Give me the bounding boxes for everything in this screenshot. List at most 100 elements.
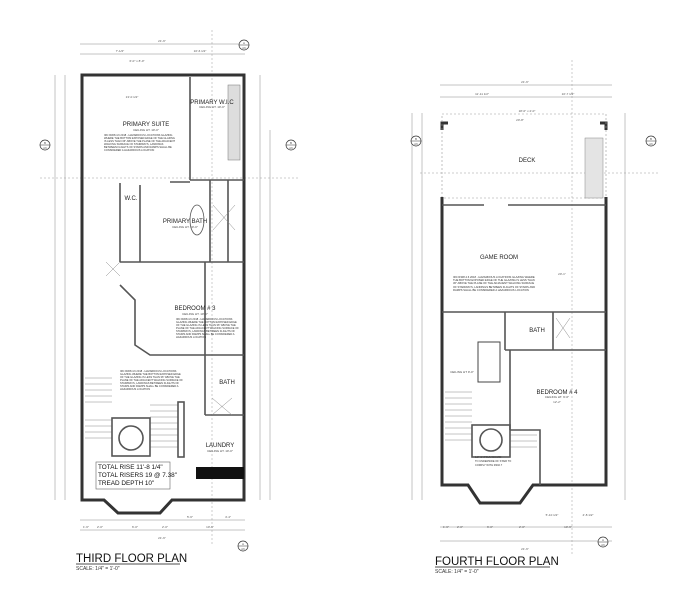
dim-suite: 13'-0 1/2"	[126, 95, 139, 99]
fourth-floor-plan: 21'-6" 11'-11 1/2" 10'-7 1/2" 18'-0" x 4…	[410, 60, 660, 575]
room-bath: BATH	[529, 328, 545, 334]
shower	[212, 204, 236, 231]
ceiling-left: CEILING HT 9'-0"	[450, 370, 474, 374]
wic-shelving	[227, 84, 241, 161]
section-marker: BA6	[410, 135, 422, 147]
section-marker: AA6	[597, 536, 609, 548]
stair-note-tread: TREAD DEPTH 10"	[98, 480, 154, 487]
deck-outline	[441, 113, 607, 199]
dim-bottom: 1'-6"	[443, 525, 449, 529]
dim-overall: 21'-6"	[521, 80, 529, 84]
shower	[555, 317, 571, 339]
dim-bottom: 10'-6"	[564, 525, 572, 529]
svg-text:A6: A6	[601, 543, 605, 547]
dim-bottom: 4'-8 1/2"	[583, 513, 594, 517]
svg-text:A: A	[602, 538, 604, 542]
ceiling-laundry: CEILING HT. 10'-0"	[207, 449, 233, 453]
dim-top-right: 10'-6 1/2"	[194, 49, 207, 53]
dim-bottom: 2'-0"	[519, 525, 525, 529]
dim-bottom: 2'-0"	[97, 525, 103, 529]
bath-shower	[211, 397, 233, 416]
hazard-note: IRC R308.4.6 2018 - HAZARDOUS LOCATIONS …	[176, 318, 239, 339]
ceiling-bedroom-4: CEILING HT. 9'-0"	[545, 395, 569, 399]
dim-bottom: 2'-0"	[162, 525, 168, 529]
dim-bottom: 4'-4"	[225, 515, 231, 519]
section-marker: AA6	[238, 39, 250, 51]
svg-text:B: B	[650, 137, 652, 141]
room-laundry: LAUNDRY	[206, 443, 235, 449]
dim-overall: 21'-6"	[158, 39, 166, 43]
svg-text:A6: A6	[649, 142, 653, 146]
svg-text:A: A	[242, 542, 244, 546]
svg-text:A6: A6	[241, 547, 245, 551]
exterior-wall	[440, 197, 608, 505]
stair-note-box	[95, 461, 171, 490]
svg-text:A6: A6	[289, 146, 293, 150]
svg-text:B: B	[290, 141, 292, 145]
dim-top-small: 6'-0" x 8'-0"	[129, 59, 144, 63]
ceiling-bedroom-3: CEILING HT. 10'-0"	[182, 312, 208, 316]
stair-note-rise: TOTAL RISE 11'-8 1/4"	[98, 464, 163, 471]
gypsum-note: TO UNDERSIDE OF STAIR TO	[475, 459, 511, 463]
room-wc: W.C.	[125, 196, 138, 202]
section-marker: BA6	[39, 139, 51, 151]
appliances	[196, 467, 244, 479]
svg-text:B: B	[44, 141, 46, 145]
fourth-floor-title: FOURTH FLOOR PLAN	[435, 556, 559, 568]
svg-text:A6: A6	[242, 46, 246, 50]
section-marker: BA6	[285, 139, 297, 151]
room-primary-wic: PRIMARY W.I.C	[190, 100, 234, 106]
room-primary-bath: PRIMARY BATH	[163, 219, 207, 225]
room-game-room: GAME ROOM	[480, 255, 518, 261]
gypsum-note: 1/2" GYPSUM BOARD	[475, 455, 502, 459]
dim-top-left: 11'-11 1/2"	[475, 92, 489, 96]
dim-game-width: 20'-1"	[558, 272, 566, 276]
room-primary-suite: PRIMARY SUITE	[123, 122, 169, 128]
section-marker: BA6	[645, 135, 657, 147]
bathtub	[189, 204, 205, 236]
svg-text:B: B	[415, 137, 417, 141]
interior-walls	[119, 77, 244, 416]
third-floor-scale: SCALE: 1/4" = 1'-0"	[76, 566, 120, 572]
room-bedroom-4: BEDROOM # 4	[536, 390, 578, 396]
section-marker: AA6	[237, 540, 249, 552]
dim-bottom: 1'-6"	[83, 525, 89, 529]
game-table	[477, 341, 501, 383]
interior-walls	[442, 204, 606, 485]
shower-wc	[105, 261, 121, 277]
stairs	[85, 377, 185, 458]
hazard-note: IRC R308.4.6 2018 - HAZARDOUS LOCATIONS …	[453, 276, 536, 292]
dim-bedroom-width: 12'-2"	[553, 400, 561, 404]
outdoor-kitchen	[584, 137, 604, 199]
third-floor-title: THIRD FLOOR PLAN	[76, 553, 187, 565]
exterior-wall	[80, 73, 246, 515]
dim-bottom-overall: 21'-6"	[158, 536, 166, 540]
svg-text:A: A	[243, 41, 245, 45]
ceiling-primary-suite: CEILING HT. 10'-0"	[133, 128, 159, 132]
ceiling-primary-wic: CEILING HT. 10'-0"	[199, 105, 225, 109]
hazard-note: IRC R308.4.6 2018 - HAZARDOUS LOCATIONS …	[120, 370, 183, 391]
dim-bottom: 10'-6"	[206, 525, 214, 529]
stair-note-risers: TOTAL RISERS 19 @ 7.38"	[98, 472, 177, 479]
third-floor-plan: 21'-6" 7'-1/2" 10'-6 1/2" 6'-0" x 8'-0" …	[39, 30, 300, 572]
dim-deck-width: 20'-8"	[516, 118, 524, 122]
dim-bottom: 6'-0"	[132, 525, 138, 529]
svg-text:A6: A6	[414, 142, 418, 146]
dim-bottom: 6'-0"	[487, 525, 493, 529]
dim-bottom: 5'-10 1/2"	[546, 513, 559, 517]
stairs	[445, 391, 537, 458]
dim-top-right: 10'-7 1/2"	[562, 92, 575, 96]
hazard-note: IRC R308.4.6 2018 - HAZARDOUS LOCATIONS …	[104, 134, 176, 152]
room-bedroom-3: BEDROOM # 3	[174, 306, 216, 312]
dim-bottom: 2'-0"	[457, 525, 463, 529]
dim-deck-opening: 18'-0" x 4'-0"	[519, 109, 536, 113]
fourth-floor-scale: SCALE: 1/4" = 1'-0"	[435, 569, 479, 575]
ceiling-primary-bath: CEILING HT. 10'-0"	[172, 225, 198, 229]
room-bath: BATH	[219, 380, 235, 386]
gypsum-note: COMPLY WITH R302.7	[475, 463, 503, 467]
room-deck: DECK	[519, 158, 536, 164]
closet-wall	[119, 284, 205, 356]
dim-bottom: 5'-6"	[187, 515, 193, 519]
deck-corner-walls	[440, 121, 608, 130]
